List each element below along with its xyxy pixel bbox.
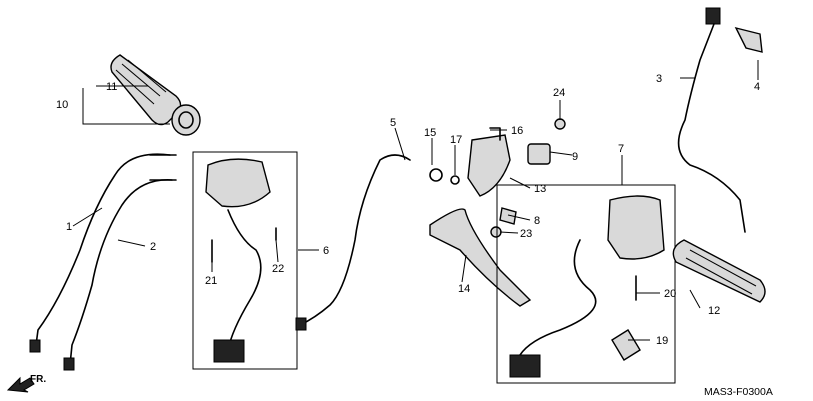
callout-11: 11	[106, 81, 117, 93]
choke-cable	[677, 7, 763, 233]
callout-21: 21	[205, 275, 217, 287]
callout-8: 8	[534, 215, 540, 227]
right-grip	[672, 239, 766, 303]
callout-7: 7	[618, 143, 624, 155]
callout-20: 20	[664, 288, 676, 300]
callout-3: 3	[656, 73, 662, 85]
callout-23: 23	[520, 228, 532, 240]
diagram-code: MAS3-F0300A	[704, 386, 773, 398]
callout-19: 19	[656, 335, 668, 347]
throttle-cables	[29, 153, 177, 371]
callout-22: 22	[272, 263, 284, 275]
direction-label: FR.	[30, 374, 46, 385]
callout-10: 10	[56, 99, 68, 111]
callout-16: 16	[511, 125, 523, 137]
callout-24: 24	[553, 87, 565, 99]
callout-14: 14	[458, 283, 470, 295]
callout-4: 4	[754, 81, 760, 93]
lever-bracket	[429, 134, 532, 307]
callout-12: 12	[708, 305, 720, 317]
callout-labels: 1 2 3 4 5 6 7 8 9 10 11 12 13 14 15 16 1…	[56, 73, 760, 347]
callout-13: 13	[534, 183, 546, 195]
left-grip-assembly	[110, 54, 201, 136]
left-switch-assembly	[192, 151, 298, 370]
front-direction-indicator: FR.	[6, 374, 46, 393]
callout-15: 15	[424, 127, 436, 139]
callout-6: 6	[323, 245, 329, 257]
callout-5: 5	[390, 117, 396, 129]
leader-lines	[72, 60, 759, 341]
callout-17: 17	[450, 134, 462, 146]
callout-9: 9	[572, 151, 578, 163]
callout-1: 1	[66, 221, 72, 233]
callout-2: 2	[150, 241, 156, 253]
clutch-cable	[295, 154, 411, 331]
right-switch-assembly	[496, 184, 676, 384]
